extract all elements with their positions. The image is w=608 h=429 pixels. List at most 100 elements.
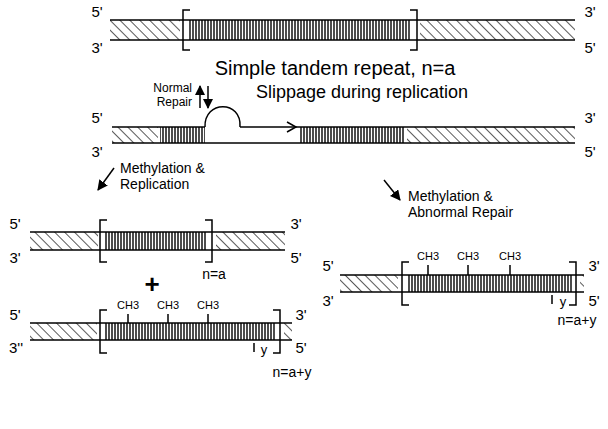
methyl-group: CH3 [417,250,439,263]
label-text: 3' [322,292,333,309]
strand-end: 5' [295,339,306,356]
bracket [402,262,409,305]
label-text: y [560,294,567,309]
repeat-region [300,127,405,143]
flank-region [30,323,97,340]
repeat-region [407,275,572,292]
repeat-region [188,20,410,40]
methyl-group: CH3 [457,250,479,263]
flank-region [284,323,292,340]
flank-region [216,232,285,250]
bracket [100,310,107,353]
dna-strand [30,339,292,341]
label-text: CH3 [117,299,139,311]
strand-end: 5' [91,109,102,126]
bracket [205,220,212,262]
label-text: 5' [91,109,102,126]
methyl-group: CH3 [157,299,179,312]
strand-end: 3'' [9,339,23,356]
label-text: CH3 [457,250,479,262]
length-label: y [261,343,268,358]
length-label: y [560,295,567,310]
label-text: 5' [9,215,20,232]
methyl-tick [509,265,511,275]
strand-end: 5' [584,39,595,56]
label-text: Slippage during replication [256,82,468,102]
dna-strand [340,274,584,276]
flank-region [340,275,398,292]
label-text: 3' [584,109,595,126]
label-text: n=a+y [273,364,312,380]
methyl-tick [127,314,129,323]
methyl-tick [427,265,429,275]
strand-end: 5' [290,249,301,266]
dna-strand [30,231,285,233]
label-text: 5' [9,306,20,323]
label-text: Simple tandem repeat, n=a [215,57,456,79]
dna-strand [110,39,575,41]
transition-arrows [200,86,208,108]
strand-end: 5' [9,306,20,323]
label-text: 3' [295,306,306,323]
label-text: + [144,269,159,299]
strand-end: 3' [290,215,301,232]
label-text: CH3 [157,299,179,311]
dna-strand [112,142,575,144]
strand-end: 3' [584,109,595,126]
bracket [569,262,576,305]
flank-region [110,20,180,40]
label-text: CH3 [417,250,439,262]
repeat-region [105,232,207,250]
strand-end: 3' [584,3,595,20]
strand-end: 5' [91,3,102,20]
strand-end: 5' [588,292,599,309]
repeat-region [105,323,276,340]
dna-strand [110,19,575,21]
label-text: n=a+y [558,312,597,328]
flank-region [580,275,584,292]
length-tick [253,343,255,352]
direction-arrowhead [287,122,296,132]
methyl-tick [167,314,169,323]
flank-region [420,20,575,40]
methyl-group: CH3 [117,299,139,312]
label-text: 5' [91,3,102,20]
label-text: n=a [202,266,226,282]
dna-strand [240,126,575,128]
label-text: 5' [295,339,306,356]
repeat-region [160,127,205,143]
strand-end: 5' [322,257,333,274]
strand-end: 3' [588,257,599,274]
step-label: Methylation & Abnormal Repair [408,188,538,220]
dna-strand [340,291,584,293]
dna-duplex [30,310,292,353]
dna-strand [112,126,205,128]
label-text: 3' [290,215,301,232]
label-text: 3'' [9,339,23,356]
repeat-count: n=a+y [558,312,597,328]
methyl-tick [207,314,209,323]
dna-duplex [112,107,575,143]
dna-strand [30,322,292,324]
strand-end: 5' [584,143,595,160]
label-text: 5' [584,39,595,56]
label-text: Normal Repair [153,81,192,109]
arrow [384,180,400,200]
label-text: y [261,342,268,357]
label-text: 5' [584,143,595,160]
methyl-tick [467,265,469,275]
label-text: 5' [322,257,333,274]
bracket [183,10,190,50]
flank-region [30,232,98,250]
methyl-group: CH3 [499,250,521,263]
step-label: Slippage during replication [256,82,468,103]
stage-caption: Simple tandem repeat, n=a [215,57,456,80]
strand-end: 3' [9,249,20,266]
dna-strand [30,249,285,251]
repeat-count: n=a [202,266,226,282]
label-text: CH3 [197,299,219,311]
strand-end: 3' [322,292,333,309]
dna-duplex [110,10,575,50]
dna-duplex [340,262,584,305]
